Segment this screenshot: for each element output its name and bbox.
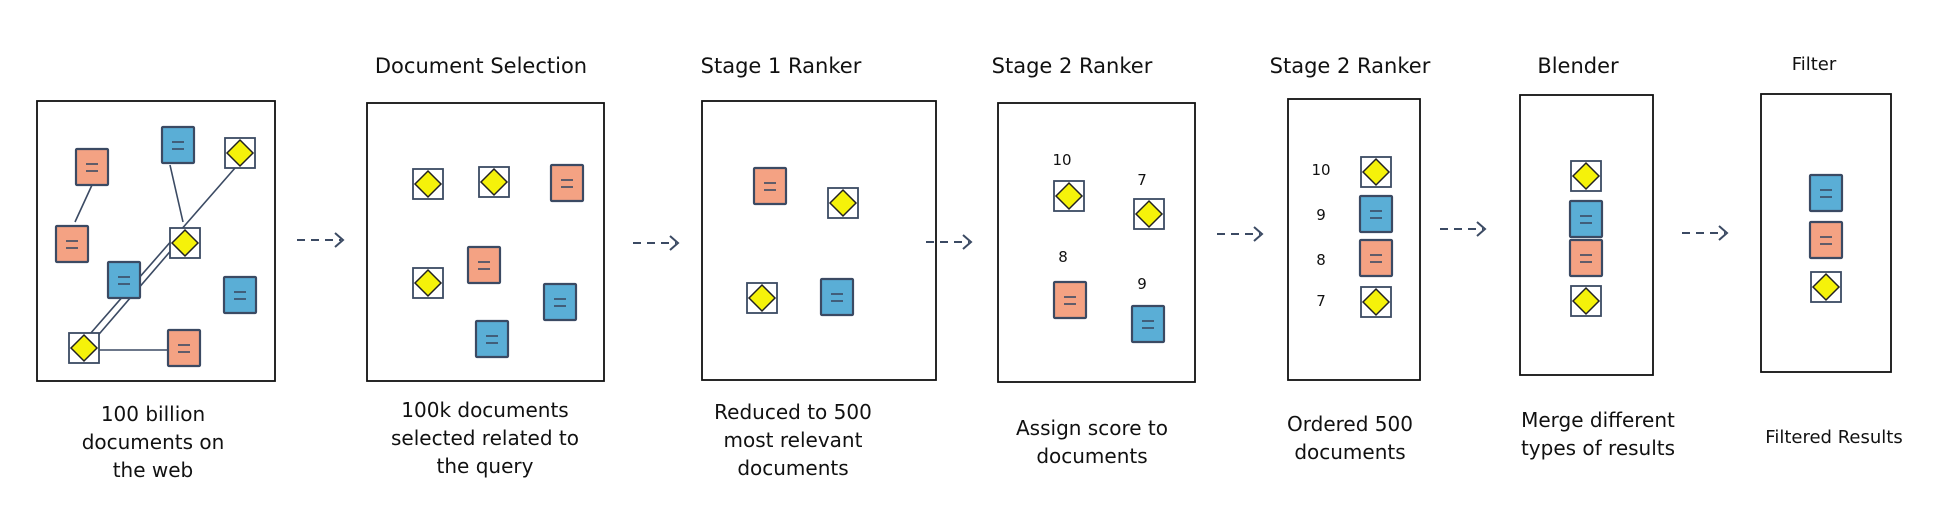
dashed-arrow-icon: [926, 234, 973, 250]
document-diamond-icon: [1360, 156, 1392, 188]
document-orange-icon: [74, 147, 110, 187]
document-diamond-icon: [169, 227, 201, 259]
dashed-arrow-icon: [633, 235, 680, 251]
score-label: 7: [1137, 171, 1147, 189]
document-orange-icon: [1052, 280, 1088, 320]
score-label: 7: [1316, 292, 1326, 310]
document-blue-icon: [106, 260, 142, 300]
document-blue-icon: [222, 275, 258, 315]
document-orange-icon: [1808, 220, 1844, 260]
document-diamond-icon: [1053, 180, 1085, 212]
document-orange-icon: [1568, 238, 1604, 278]
document-blue-icon: [1808, 173, 1844, 213]
stage-frame-filter: [1760, 93, 1892, 373]
dashed-arrow-icon: [1440, 221, 1487, 237]
document-diamond-icon: [746, 282, 778, 314]
stage-title-stage-2-ranker-b: Stage 2 Ranker: [1269, 54, 1431, 78]
connection-line: [169, 164, 184, 223]
document-orange-icon: [166, 328, 202, 368]
document-orange-icon: [1358, 238, 1394, 278]
document-orange-icon: [549, 163, 585, 203]
document-diamond-icon: [1360, 286, 1392, 318]
connection-line: [74, 184, 93, 223]
document-blue-icon: [1568, 199, 1604, 239]
score-label: 9: [1316, 206, 1326, 224]
score-label: 8: [1058, 248, 1068, 266]
score-label: 9: [1137, 275, 1147, 293]
dashed-arrow-icon: [1217, 226, 1264, 242]
stage-frame-stage-1-ranker: [701, 100, 937, 381]
document-orange-icon: [466, 245, 502, 285]
dashed-arrow-icon: [297, 232, 345, 248]
document-diamond-icon: [1133, 198, 1165, 230]
document-diamond-icon: [1570, 285, 1602, 317]
score-label: 10: [1311, 161, 1331, 179]
stage-frame-stage-2-ranker-a: [997, 102, 1196, 383]
stage-frame-document-selection: [366, 102, 605, 382]
score-label: 8: [1316, 251, 1326, 269]
score-label: 10: [1052, 151, 1072, 169]
stage-frame-blender: [1519, 94, 1654, 376]
document-diamond-icon: [1810, 271, 1842, 303]
stage-title-stage-2-ranker-a: Stage 2 Ranker: [991, 54, 1153, 78]
document-blue-icon: [160, 125, 196, 165]
connection-line: [82, 159, 243, 343]
stage-caption-filter: Filtered Results: [1765, 427, 1903, 448]
dashed-arrow-icon: [1682, 225, 1729, 241]
document-blue-icon: [474, 319, 510, 359]
stage-title-blender: Blender: [1537, 54, 1619, 78]
document-diamond-icon: [1570, 160, 1602, 192]
document-orange-icon: [752, 166, 788, 206]
stage-frame-stage-2-ranker-b: [1287, 98, 1421, 381]
document-diamond-icon: [412, 267, 444, 299]
document-blue-icon: [1130, 304, 1166, 344]
document-diamond-icon: [412, 168, 444, 200]
document-diamond-icon: [478, 166, 510, 198]
document-diamond-icon: [827, 187, 859, 219]
stage-title-filter: Filter: [1791, 54, 1837, 75]
document-diamond-icon: [224, 137, 256, 169]
stage-frame-web: [36, 100, 276, 382]
document-diamond-icon: [68, 332, 100, 364]
document-blue-icon: [819, 277, 855, 317]
document-orange-icon: [54, 224, 90, 264]
stage-title-stage-1-ranker: Stage 1 Ranker: [700, 54, 862, 78]
stage-title-document-selection: Document Selection: [374, 54, 588, 78]
document-blue-icon: [1358, 194, 1394, 234]
document-blue-icon: [542, 282, 578, 322]
